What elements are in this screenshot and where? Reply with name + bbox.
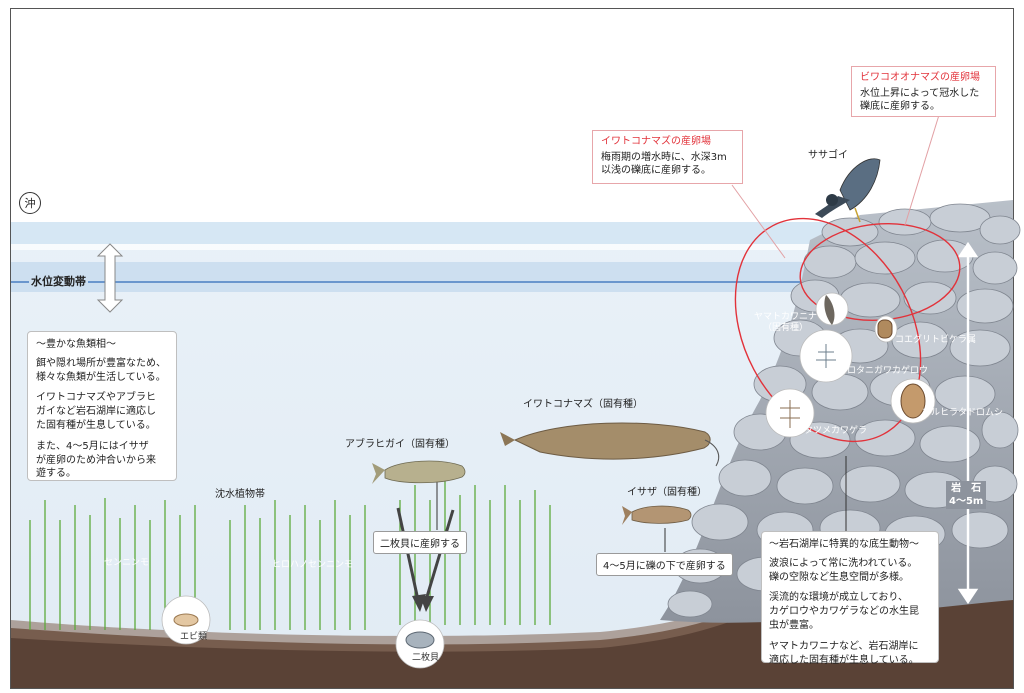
iwatoko-spawn-body: 梅雨期の増水時に、水深3m 以浅の礫底に産卵する。 <box>601 151 727 177</box>
snail-sub: （固有種） <box>763 323 809 334</box>
fish-fauna-para-2: イワトコナマズやアブラヒ ガイなど岩石湖岸に適応し た固有種が生息している。 <box>36 392 156 431</box>
rock-label: 岩 石 4～5m <box>946 481 987 509</box>
caddis-label: コエグリトビケラ属 <box>895 335 977 345</box>
fish-fauna-box: ～豊かな魚類相～ 餌や隠れ場所が豊富なため、 様々な魚類が生活している。 イワト… <box>27 331 177 481</box>
bivalve-label: 二枚貝 <box>412 653 440 663</box>
rock-depth-text: 4～5m <box>949 496 984 507</box>
rock-depth-arrow <box>957 241 979 605</box>
benthos-para-1: 波浪によって常に洗われている。 礫の空隙など生息空間が多様。 <box>769 557 918 583</box>
beetle-shape <box>900 383 926 419</box>
stonefly-shape <box>780 400 800 428</box>
rock-shore <box>660 200 1021 623</box>
snail-name: ヤマトカワニナ <box>754 312 818 322</box>
fish-fauna-para-3: また、4～5月にはイサザ が産卵のため沖合いから来 遊する。 <box>36 440 156 480</box>
isaza-spawn-note: 4～5月に礫の下で産卵する <box>596 553 733 576</box>
spawn-arrowheads <box>412 594 434 612</box>
leader-line-biwako <box>904 114 940 226</box>
spawn-arrow-right <box>424 509 455 601</box>
mud-edge <box>11 512 1013 652</box>
water-level-arrow <box>96 243 124 313</box>
spawn-arrow-left <box>396 507 420 601</box>
offshore-label: 沖 <box>24 197 36 210</box>
shrimp-shape <box>173 613 199 627</box>
rock-label-text: 岩 石 <box>951 483 982 494</box>
fish-abura-higai <box>372 460 466 484</box>
leader-line-iwatoko <box>731 184 786 259</box>
fish-fauna-para-1: 餌や隠れ場所が豊富なため、 様々な魚類が生活している。 <box>36 357 166 383</box>
fish-isaza <box>622 505 692 525</box>
biwako-spawn-box: ビワコオオナマズの産卵場 水位上昇によって冠水した 礫底に産卵する。 <box>851 66 996 117</box>
abura-higai-label: アブラヒガイ（固有種） <box>345 439 455 450</box>
iwatoko-spawn-box: イワトコナマズの産卵場 梅雨期の増水時に、水深3m 以浅の礫底に産卵する。 <box>592 130 743 184</box>
plant-senninmo-label: センニンモ <box>104 558 150 568</box>
heron-sasagoi <box>815 158 881 223</box>
snail-shape <box>824 295 835 325</box>
water-level-zone-label: 水位変動帯 <box>29 275 88 290</box>
benthos-para-3: ヤマトカワニナなど、岩石湖岸に 適応した固有種が生息している。 <box>769 640 919 666</box>
offshore-marker: 沖 <box>19 192 41 214</box>
catfish-iwatoko <box>495 422 720 467</box>
beetle-label: マルヒラタドロムシ <box>922 408 1004 418</box>
spawn-area-iwatoko <box>734 217 922 443</box>
isaza-label: イサザ（固有種） <box>627 487 707 498</box>
abura-spawn-note: 二枚貝に産卵する <box>373 531 467 554</box>
fish-fauna-heading: ～豊かな魚類相～ <box>36 339 116 350</box>
biwako-spawn-body: 水位上昇によって冠水した 礫底に産卵する。 <box>860 87 980 113</box>
snail-label: ヤマトカワニナ （固有種） <box>754 312 817 335</box>
submerged-plants-label: 沈水植物帯 <box>215 489 265 500</box>
biwako-spawn-title: ビワコオオナマズの産卵場 <box>860 72 980 83</box>
shrimp-label: エビ類 <box>180 632 208 642</box>
submerged-plants <box>29 480 551 630</box>
stonefly-label: フタツメカワゲラ <box>795 426 868 436</box>
iwatoko-spawn-title: イワトコナマズの産卵場 <box>601 136 711 147</box>
mayfly-label: シロタニガワカゲロウ <box>838 366 929 376</box>
mayfly-shape <box>816 344 836 368</box>
caddis-shape <box>877 319 893 339</box>
benthos-para-2: 渓流的な環境が成立しており、 カゲロウやカワゲラなどの水生昆 虫が豊富。 <box>769 592 919 631</box>
heron-label: ササゴイ <box>808 150 848 161</box>
bivalve-shape <box>405 631 435 649</box>
iwatoko-namazu-label: イワトコナマズ（固有種） <box>523 399 643 410</box>
plant-hirohano-label: ヒロハノセンニンモ <box>272 560 354 570</box>
surface-band-white <box>11 244 1013 250</box>
benthos-heading: ～岩石湖岸に特異的な底生動物～ <box>769 539 919 550</box>
benthos-box: ～岩石湖岸に特異的な底生動物～ 波浪によって常に洗われている。 礫の空隙など生息… <box>761 531 939 666</box>
